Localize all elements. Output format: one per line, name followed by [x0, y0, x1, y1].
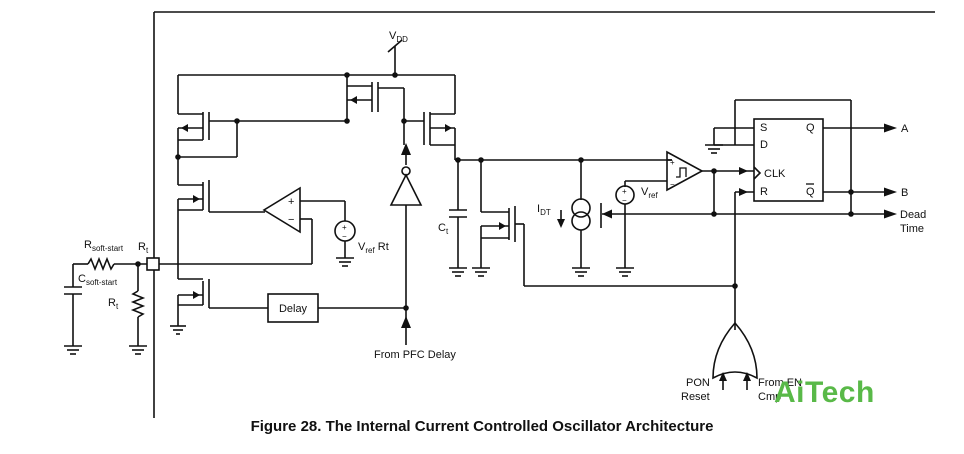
- discharge-transistor: [472, 160, 735, 287]
- figure-caption: Figure 28. The Internal Current Controll…: [250, 418, 714, 435]
- chip-boundary: [153, 11, 935, 418]
- vref-comparator-label: Vref: [641, 186, 658, 200]
- ct-label: Ct: [438, 222, 449, 236]
- delay-switch-transistor: [170, 264, 268, 335]
- error-amp-plus: +: [288, 196, 294, 208]
- dead-time-line: [602, 209, 897, 219]
- or-gate: [712, 321, 758, 390]
- vdd-label: VDD: [389, 30, 408, 44]
- delay-label: Delay: [279, 303, 308, 315]
- rt-resistor-label: Rt: [108, 297, 119, 311]
- q-output: [823, 123, 897, 133]
- from-pfc-delay-label: From PFC Delay: [374, 349, 456, 361]
- mirror-right-transistor: [401, 112, 456, 160]
- c-soft-start-label: Csoft-start: [78, 273, 118, 287]
- vref-source-minus: −: [342, 232, 347, 241]
- ff-d-pin: D: [760, 139, 768, 151]
- ff-r-pin: R: [760, 186, 768, 198]
- dead-time-label-2: Time: [900, 223, 924, 235]
- comparator-plus: +: [670, 158, 675, 167]
- inverter-buffer: [389, 143, 423, 345]
- ff-sd-ground: [705, 127, 754, 154]
- rt-resistor: [129, 264, 147, 355]
- reset-path: [732, 167, 754, 330]
- clk-triangle: [753, 166, 762, 180]
- vref-rt-source: [334, 201, 356, 267]
- bias-transistor: [177, 157, 265, 264]
- comparator-minus: −: [670, 180, 675, 189]
- soft-start-network: [64, 256, 147, 355]
- qbar-feedback: [734, 99, 897, 214]
- ff-q-pin: Q: [806, 122, 815, 134]
- pon-reset-label-2: Reset: [681, 391, 710, 403]
- vref-comp-plus: +: [622, 187, 627, 196]
- vdd-rail: [177, 39, 456, 114]
- pon-reset-label-1: PON: [686, 377, 710, 389]
- delay-block: [267, 293, 319, 323]
- output-a-label: A: [901, 123, 909, 135]
- mirror-top-transistor: [344, 75, 405, 124]
- vref-source-plus: +: [342, 223, 347, 232]
- dead-time-label-1: Dead: [900, 209, 926, 221]
- idt-label: IDT: [537, 203, 551, 217]
- output-b-label: B: [901, 187, 908, 199]
- idt-current-source: [557, 160, 602, 277]
- ff-s-pin: S: [760, 122, 767, 134]
- from-en-label-2: Cmp: [758, 391, 781, 403]
- timing-node: [449, 157, 672, 277]
- ff-clk-pin: CLK: [764, 168, 786, 180]
- mirror-left-transistor: [175, 112, 347, 160]
- rt-pin-label: Rt: [138, 241, 149, 255]
- error-amplifier: [159, 186, 345, 265]
- vref-rt-label: Vref Rt: [358, 241, 389, 255]
- watermark-logo: AiTech: [774, 376, 875, 409]
- flip-flop: [753, 118, 824, 202]
- rt-pin: [146, 257, 160, 271]
- comparator: [625, 150, 754, 217]
- error-amp-minus: −: [288, 214, 294, 226]
- from-en-label-1: From EN: [758, 377, 802, 389]
- ff-qbar-pin: Q: [806, 186, 815, 198]
- vref-comp-minus: −: [622, 196, 627, 205]
- r-soft-start-label: Rsoft-start: [84, 239, 124, 253]
